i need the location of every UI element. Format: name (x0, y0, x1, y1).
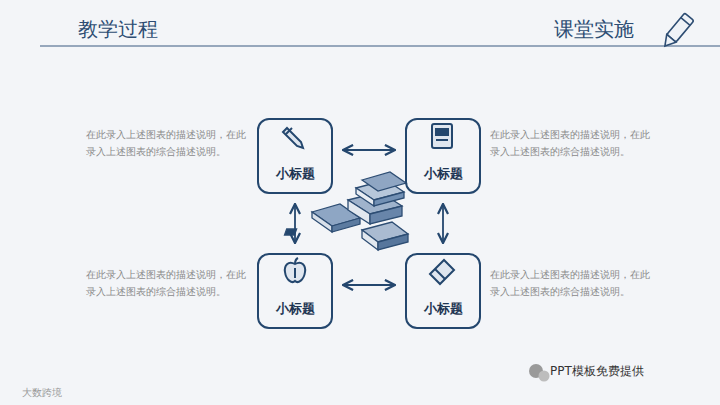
watermark: 大数跨境 (22, 386, 62, 400)
description-text: 在此录入上述图表的描述说明，在此录入上述图表的综合描述说明。 (490, 126, 658, 160)
double-arrow (442, 204, 444, 243)
subtitle-text: 小标题 (424, 165, 463, 183)
wechat-icon (529, 364, 550, 382)
apple-icon (285, 258, 305, 282)
books-illustration (284, 172, 408, 250)
subtitle-text: 小标题 (276, 165, 315, 183)
subtitle-text: 小标题 (424, 300, 463, 318)
eraser-icon (430, 260, 454, 284)
subtitle-box: 小标题 (405, 118, 481, 194)
double-arrow (294, 204, 296, 243)
header-rule (40, 45, 720, 46)
book-icon (432, 124, 452, 148)
section-title: 课堂实施 (554, 16, 634, 43)
subtitle-box: 小标题 (257, 253, 333, 329)
pencil-icon (660, 13, 694, 50)
watermark: PPT模板免费提供 (550, 363, 644, 380)
description-text: 在此录入上述图表的描述说明，在此录入上述图表的综合描述说明。 (86, 266, 254, 300)
page-title: 教学过程 (78, 16, 158, 43)
subtitle-box: 小标题 (405, 253, 481, 329)
subtitle-box: 小标题 (257, 118, 333, 194)
description-text: 在此录入上述图表的描述说明，在此录入上述图表的综合描述说明。 (86, 126, 254, 160)
double-arrow (343, 149, 395, 151)
double-arrow (343, 284, 395, 286)
description-text: 在此录入上述图表的描述说明，在此录入上述图表的综合描述说明。 (490, 266, 658, 300)
subtitle-text: 小标题 (276, 300, 315, 318)
pencil-icon (283, 128, 303, 148)
